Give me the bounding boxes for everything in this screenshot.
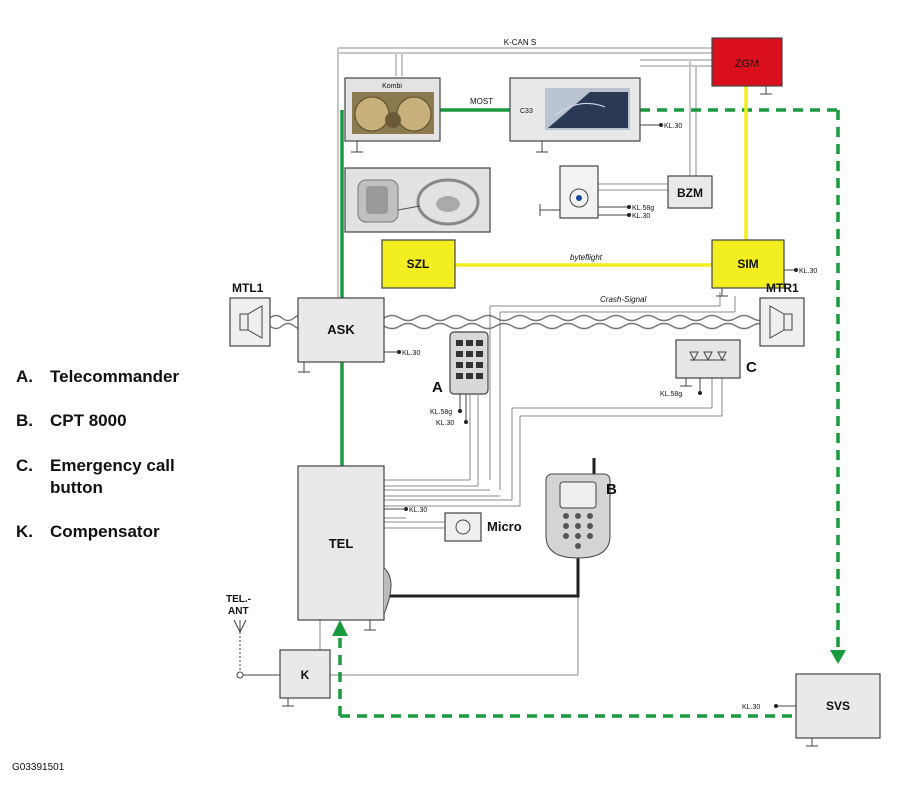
tel-label: TEL: [329, 536, 354, 551]
svs-kl30: KL.30: [742, 704, 760, 711]
svs-label: SVS: [826, 699, 850, 713]
svs-module: SVS KL.30: [742, 673, 881, 747]
display-connector-icon: C33: [520, 108, 533, 115]
tel-module: TEL KL.30: [297, 465, 427, 631]
szl-module: SZL: [381, 239, 456, 289]
steering-wheel-image: [344, 167, 491, 233]
emergency-kl58g: KL.58g: [660, 391, 682, 398]
callout-c: C: [746, 359, 757, 376]
telecommander-kl30: KL.30: [436, 420, 454, 427]
mtr1-label: MTR1: [766, 281, 799, 295]
display-kl30: KL.30: [664, 123, 682, 130]
zgm-label: ZGM: [735, 58, 759, 70]
micro-label: Micro: [487, 519, 522, 534]
sim-label: SIM: [737, 257, 758, 271]
zgm-module: ZGM: [711, 37, 783, 95]
sim-kl30: KL.30: [799, 268, 817, 275]
mtl1-speaker: MTL1: [229, 281, 271, 347]
telecommander-a: A KL.58g KL.30: [430, 331, 489, 427]
figure-id: G03391501: [12, 762, 65, 773]
cpt-cable: [384, 556, 580, 598]
bzm-label: BZM: [677, 186, 703, 200]
controller-kl58g: KL.58g: [632, 205, 654, 212]
cpt-8000-handset-b: B: [545, 458, 617, 559]
callout-a: A: [432, 379, 443, 396]
legend-item-k: K. Compensator: [16, 521, 160, 543]
fiber-optic-link: [338, 108, 840, 718]
ask-label: ASK: [327, 322, 355, 337]
telecommander-kl58g: KL.58g: [430, 409, 452, 416]
legend-text-a: Telecommander: [50, 367, 180, 386]
sim-module: SIM KL.30: [711, 239, 817, 297]
k-can-s-bus: [337, 47, 712, 300]
legend-key-a: A.: [16, 367, 33, 386]
crash-signal-lines: [319, 292, 736, 676]
k-can-s-label: K-CAN S: [504, 38, 536, 47]
tel-ant-label-2: ANT: [228, 606, 249, 617]
tel-kl30: KL.30: [409, 507, 427, 514]
controller-module: KL.58g KL.30: [539, 165, 654, 220]
kombi-label: Kombi: [382, 83, 402, 90]
tel-antenna: TEL.- ANT: [226, 594, 280, 679]
kombi-module: Kombi: [344, 77, 441, 153]
legend-text-k: Compensator: [50, 522, 160, 541]
emergency-call-button-c: C KL.58g: [660, 339, 757, 398]
microphone: Micro: [444, 512, 522, 542]
legend-item-a: A. Telecommander: [16, 366, 179, 388]
ask-module: ASK KL.30: [297, 297, 420, 373]
szl-label: SZL: [407, 257, 430, 271]
legend-text-c: Emergency call button: [50, 456, 175, 497]
legend-text-b: CPT 8000: [50, 411, 127, 430]
most-label: MOST: [470, 97, 493, 106]
byteflight-label: byteflight: [570, 253, 603, 262]
display-module: C33 KL.30: [509, 77, 682, 153]
controller-kl30: KL.30: [632, 213, 650, 220]
legend-item-b: B. CPT 8000: [16, 410, 127, 432]
k-label: K: [301, 668, 310, 682]
tel-ant-label-1: TEL.-: [226, 594, 251, 605]
legend-item-c: C. Emergency call button: [16, 455, 200, 499]
crash-signal-label: Crash-Signal: [600, 295, 646, 304]
ask-kl30: KL.30: [402, 350, 420, 357]
legend-key-b: B.: [16, 411, 33, 430]
most-bus: [340, 108, 510, 466]
callout-b: B: [606, 481, 617, 498]
mtr1-speaker: MTR1: [759, 281, 805, 347]
legend-key-c: C.: [16, 456, 33, 475]
byteflight-bus: [455, 86, 748, 267]
legend-key-k: K.: [16, 522, 33, 541]
mtl1-label: MTL1: [232, 281, 264, 295]
k-compensator: K: [279, 649, 331, 707]
bzm-module: BZM: [667, 175, 713, 209]
arrow-to-tel-icon: [332, 620, 348, 636]
arrow-to-svs-icon: [830, 650, 846, 664]
